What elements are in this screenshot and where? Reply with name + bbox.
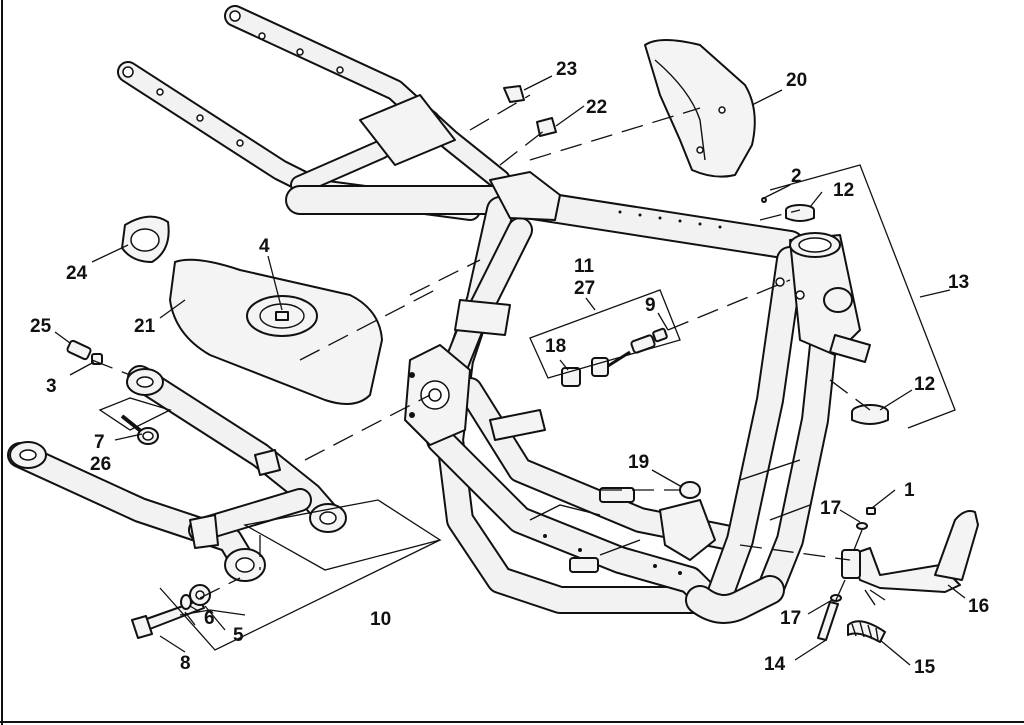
swingarm — [7, 365, 347, 582]
part-16-jiffy-stand — [841, 510, 979, 606]
emblem-cover — [121, 215, 170, 263]
part-7-adjuster-bolt — [120, 414, 159, 445]
part-2-pin — [761, 197, 767, 203]
leader-lines — [54, 75, 966, 666]
part-23-clip — [503, 85, 525, 103]
part-8-axle-bolt — [131, 599, 205, 639]
callout-11: 11 — [574, 256, 595, 277]
callout-14: 14 — [764, 654, 786, 675]
callout-12-upper: 12 — [833, 180, 854, 201]
part-22-clip — [536, 117, 557, 137]
callout-26: 26 — [90, 454, 111, 475]
callout-15: 15 — [914, 657, 936, 678]
callout-3: 3 — [46, 376, 57, 397]
callout-5: 5 — [233, 625, 244, 646]
callout-12-lower: 12 — [914, 374, 935, 395]
part-12-upper-bearing-cup — [785, 204, 815, 222]
part-19-plug — [679, 481, 701, 499]
backbone-bracket — [489, 171, 561, 221]
ignition-lock-cylinder — [630, 327, 668, 354]
callout-4: 4 — [259, 236, 270, 257]
callout-19: 19 — [628, 452, 649, 473]
callout-8: 8 — [180, 653, 191, 674]
part-25-sleeve — [66, 339, 92, 361]
part-17-upper-washer — [856, 522, 868, 530]
frame — [117, 5, 871, 624]
part-12-lower-bearing-cup — [851, 404, 889, 425]
callout-13: 13 — [948, 272, 969, 293]
callout-22: 22 — [586, 97, 607, 118]
part-15-spring — [847, 620, 886, 643]
part-18-cap — [561, 367, 581, 387]
callout-9: 9 — [645, 295, 656, 316]
steering-head — [775, 232, 871, 363]
callout-2: 2 — [791, 166, 802, 187]
callout-24: 24 — [66, 263, 88, 284]
callout-1: 1 — [904, 480, 915, 501]
swingarm-pivot-casting — [404, 299, 716, 561]
part-1-retainer — [866, 507, 876, 515]
rear-fender-struts — [117, 5, 511, 221]
callout-6: 6 — [204, 608, 215, 629]
callout-10: 10 — [370, 609, 391, 630]
assembly-lines — [91, 94, 886, 601]
part-17-lower-washer — [830, 594, 842, 602]
part-14-pivot-pin — [817, 601, 839, 641]
callout-25: 25 — [30, 316, 52, 337]
callout-23: 23 — [556, 59, 577, 80]
callout-7: 7 — [94, 432, 105, 453]
callout-20: 20 — [786, 70, 807, 91]
side-cover — [169, 258, 383, 405]
callout-17-lower: 17 — [780, 608, 801, 629]
callout-18: 18 — [545, 336, 566, 357]
callout-labels: 1 2 3 4 5 6 7 8 9 10 11 12 12 13 14 15 1… — [30, 59, 989, 678]
callout-16: 16 — [968, 596, 989, 617]
part-6-washer — [180, 594, 192, 610]
group-brackets — [98, 164, 956, 651]
callout-17-upper: 17 — [820, 498, 841, 519]
callout-21: 21 — [134, 316, 156, 337]
callout-27: 27 — [574, 278, 595, 299]
